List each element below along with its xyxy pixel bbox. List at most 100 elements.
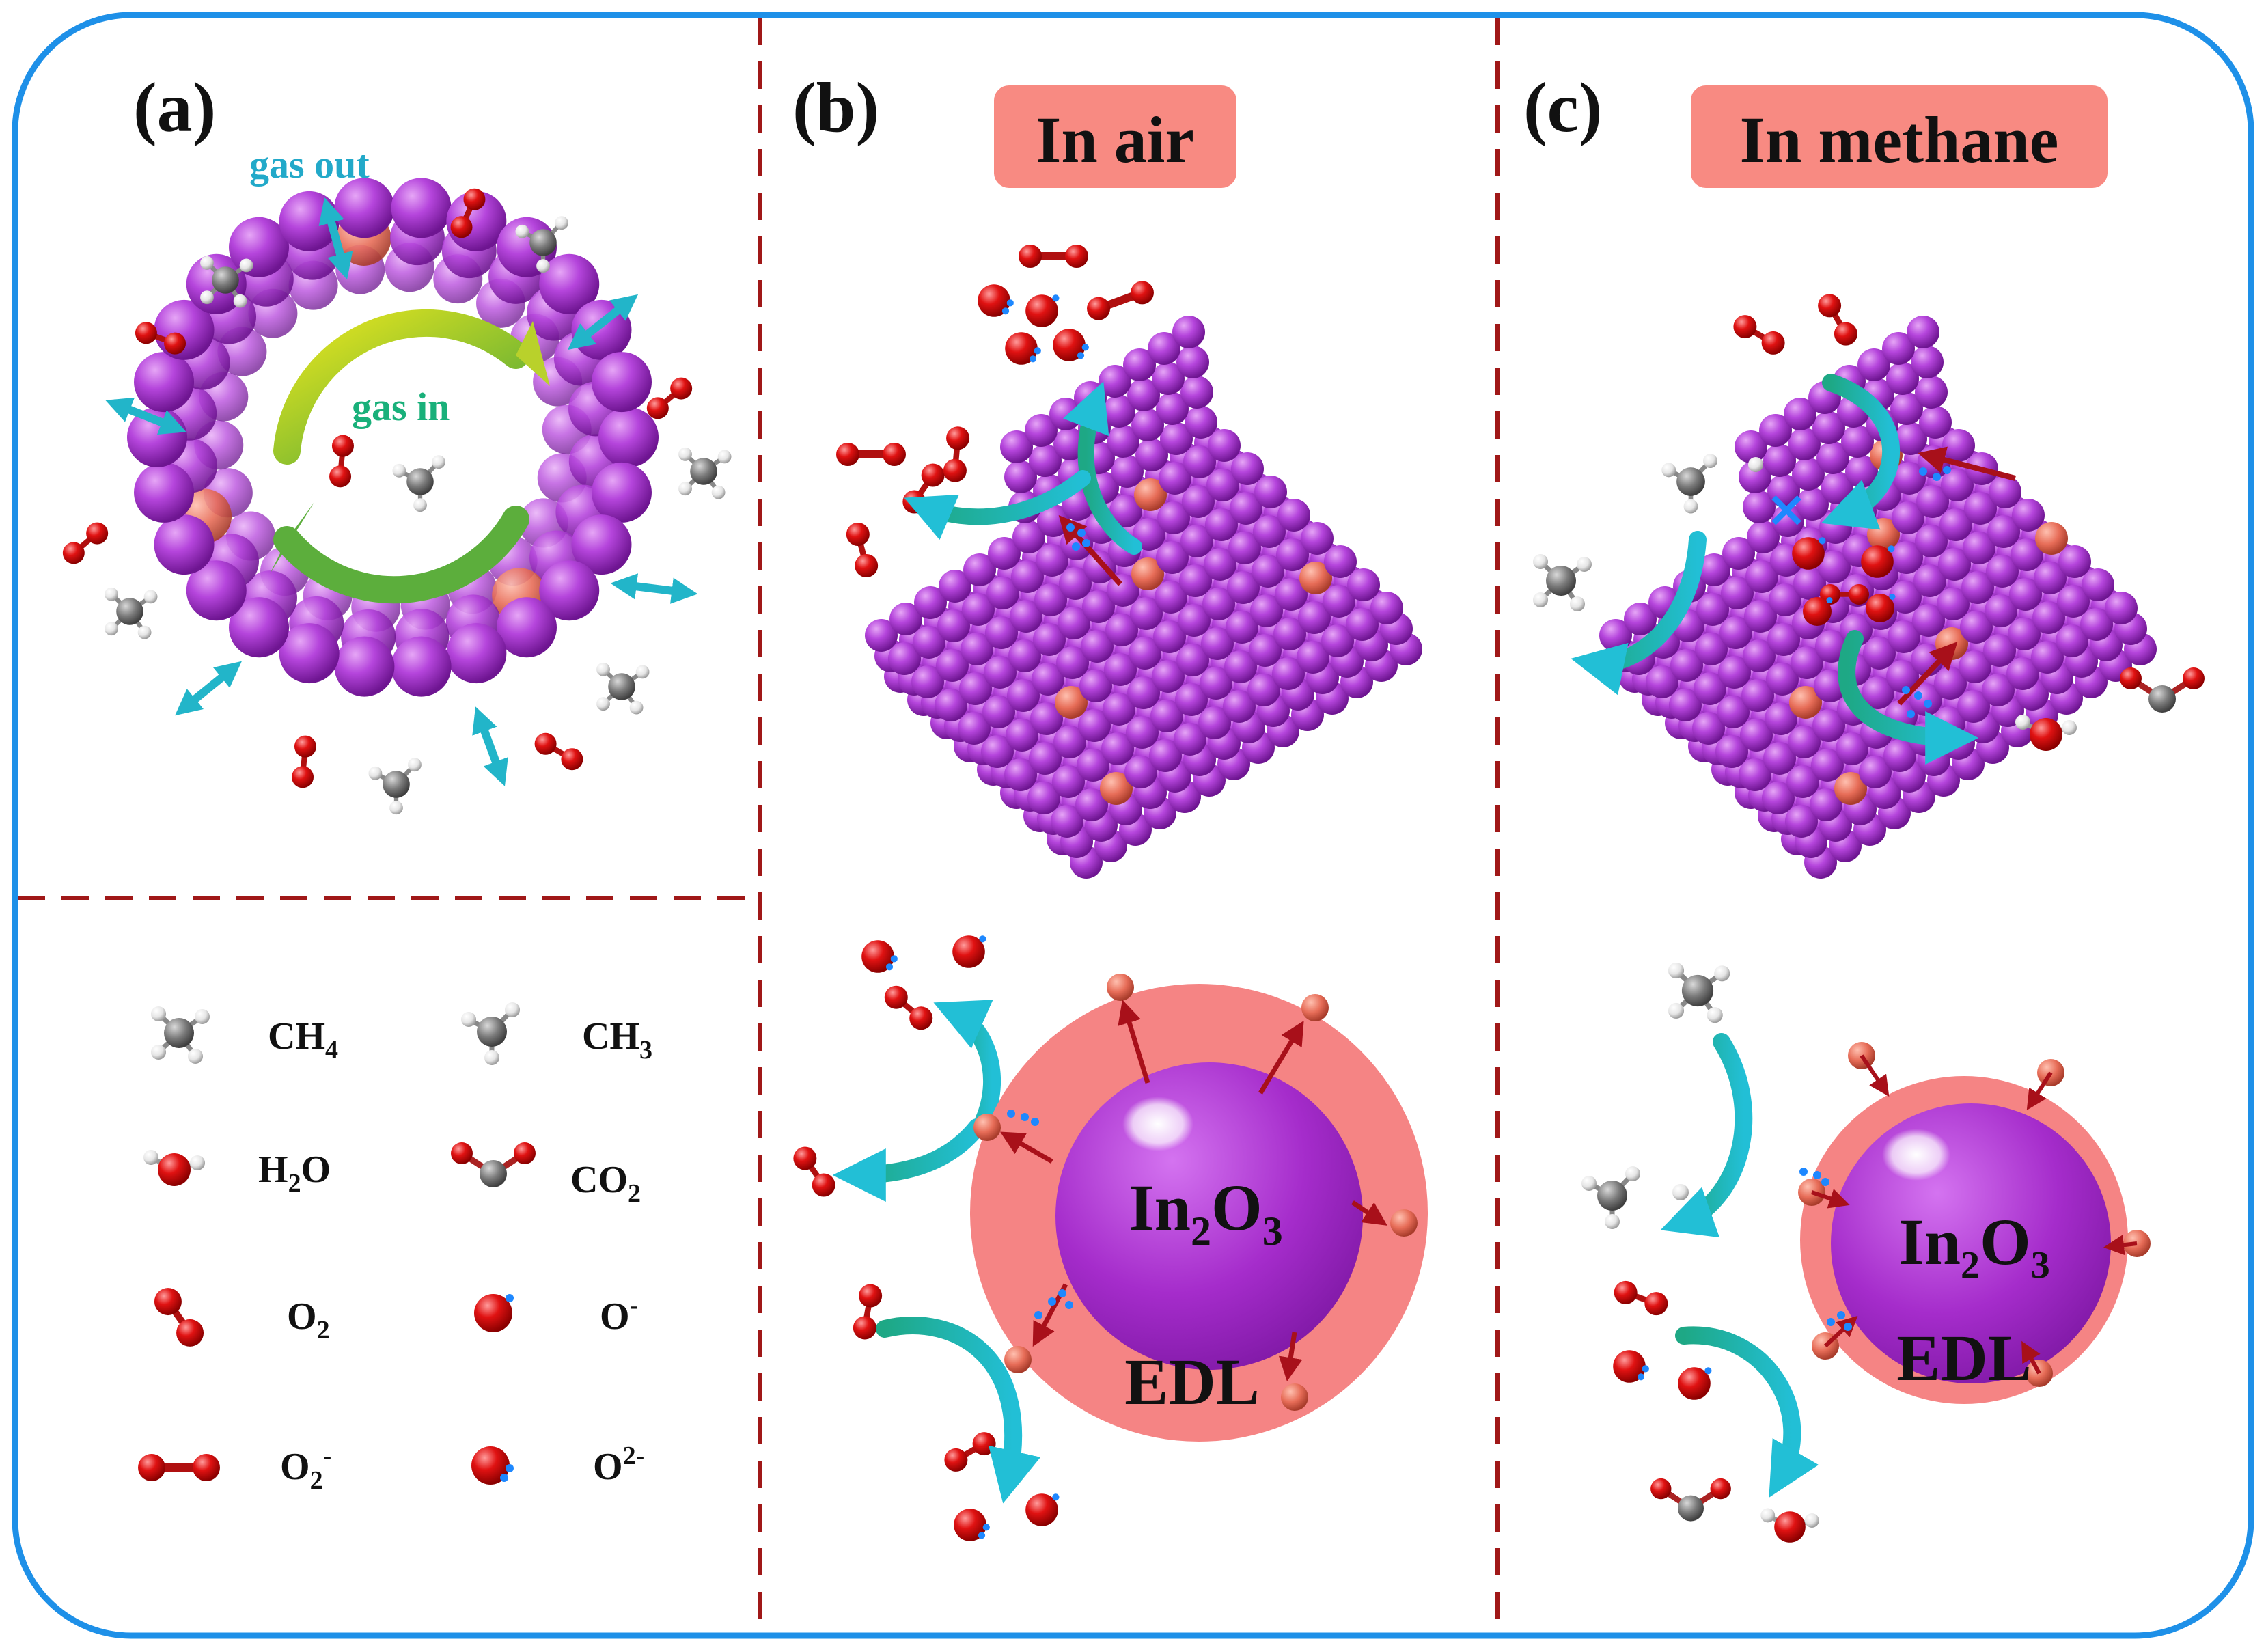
- hydrogen-atom: [1703, 454, 1717, 469]
- co2-molecule: [2120, 667, 2205, 713]
- indium-atom: [1964, 492, 1997, 525]
- oxygen-atom: [921, 463, 945, 487]
- gas-molecules-c: [1533, 294, 2205, 1543]
- hydrogen-atom: [389, 801, 403, 815]
- gas-molecules-a: [62, 188, 732, 815]
- electron-dot: [982, 1524, 990, 1531]
- indium-atom: [1745, 560, 1778, 593]
- electron-dot: [1065, 1301, 1073, 1309]
- electron-dot: [1914, 691, 1922, 700]
- oxygen-atom: [138, 1454, 165, 1481]
- indium-atom: [1784, 398, 1816, 430]
- indium-atom: [1841, 425, 1874, 458]
- oxygen-atom: [1803, 597, 1832, 626]
- indium-atom: [1793, 567, 1826, 600]
- o-minus-ion: [952, 935, 986, 968]
- oxygen-atom: [331, 435, 354, 457]
- indium-atom: [1150, 700, 1183, 732]
- electron-dot: [1821, 1178, 1829, 1186]
- adsorbed-oxygen-site: [1390, 1209, 1418, 1237]
- electron-dot: [1637, 1373, 1645, 1381]
- hydrogen-atom: [711, 485, 726, 499]
- red-arrow: [2026, 1071, 2053, 1111]
- oxygen-vacancy-site: [1834, 772, 1867, 805]
- carbon-atom: [480, 1160, 507, 1187]
- indium-atom: [1104, 653, 1137, 686]
- ch4-molecule: [151, 1006, 210, 1064]
- panel-c-title-box: [1691, 85, 2108, 188]
- indium-atom: [1886, 362, 1919, 395]
- electron-dot: [1058, 1289, 1066, 1297]
- indium-atom: [1176, 644, 1209, 676]
- curved-arrow: [1571, 531, 1707, 696]
- indium-atom: [1226, 611, 1258, 644]
- indium-atom: [2031, 641, 2064, 674]
- indium-atom: [1763, 742, 1796, 775]
- o2-molecule: [853, 1284, 883, 1340]
- indium-atom: [1025, 414, 1058, 447]
- indium-atom: [1893, 462, 1926, 495]
- indium-atom: [1812, 411, 1845, 444]
- oxygen-atom: [670, 377, 693, 400]
- indium-atom: [988, 537, 1021, 570]
- oxygen-atom: [176, 1319, 204, 1347]
- indium-atom: [1907, 316, 1939, 348]
- indium-atom: [1276, 538, 1309, 571]
- hydrogen-atom: [555, 216, 568, 230]
- hydrogen-atom: [151, 1045, 166, 1060]
- hydrogen-atom: [200, 290, 214, 305]
- indium-atom: [1715, 735, 1748, 768]
- o-2minus-ion: [1005, 332, 1041, 365]
- indium-atom: [1744, 600, 1777, 633]
- electron-dot: [1799, 1168, 1808, 1176]
- core-label-methane: In2O3: [1898, 1205, 2049, 1286]
- oxygen-atom: [1792, 537, 1825, 570]
- indium-atom: [1103, 693, 1135, 726]
- indium-atom: [1938, 548, 1971, 581]
- indium-atom: [1156, 392, 1189, 425]
- indium-atom: [1111, 455, 1144, 488]
- hydrogen-atom: [2062, 720, 2077, 735]
- panel-c: (c) In methane × In2O3 EDL: [1523, 68, 2205, 1543]
- indium-atom: [1836, 732, 1868, 765]
- o2-molecule: [1733, 315, 1785, 355]
- oxygen-atom: [463, 188, 486, 210]
- indium-atom: [911, 665, 944, 698]
- indium-atom: [1739, 758, 1771, 791]
- electron-dot: [1837, 1311, 1845, 1319]
- hydrogen-atom: [1570, 596, 1585, 611]
- indium-atom: [1231, 452, 1264, 485]
- indium-atom: [446, 623, 507, 684]
- indium-atom: [1670, 649, 1703, 682]
- carbon-atom: [2148, 685, 2176, 713]
- electron-dot: [1072, 542, 1080, 551]
- o2-molecule: [135, 322, 186, 355]
- red-arrow: [1860, 1054, 1890, 1097]
- oxygen-atom: [1053, 329, 1086, 361]
- hydrogen-atom: [2015, 715, 2030, 730]
- indium-atom: [1916, 485, 1949, 518]
- indium-atom: [1206, 469, 1239, 501]
- indium-atom: [134, 352, 195, 413]
- ch3-radical: [461, 1002, 520, 1065]
- o2-molecule: [62, 522, 109, 564]
- indium-atom: [1796, 488, 1829, 521]
- oxygen-atom: [294, 735, 316, 758]
- indium-atom: [913, 626, 945, 659]
- indium-atom: [958, 712, 991, 745]
- indium-atom: [1739, 460, 1771, 493]
- hydrogen-atom: [1533, 592, 1548, 607]
- indium-atom: [1078, 709, 1111, 742]
- hydrogen-atom: [1804, 1513, 1819, 1528]
- indium-atom: [1228, 532, 1261, 564]
- electron-dot: [1907, 710, 1915, 718]
- indium-atom: [1883, 739, 1916, 772]
- oxygen-atom: [1710, 1478, 1731, 1500]
- hydrogen-atom: [1672, 1184, 1689, 1200]
- oxygen-atom: [1733, 315, 1757, 339]
- oxygen-atom: [135, 322, 157, 344]
- indium-atom: [1942, 429, 1975, 462]
- indium-atom: [1124, 756, 1157, 788]
- ch3-radical: [392, 455, 445, 512]
- edl-air-adsorbates: [973, 974, 1418, 1411]
